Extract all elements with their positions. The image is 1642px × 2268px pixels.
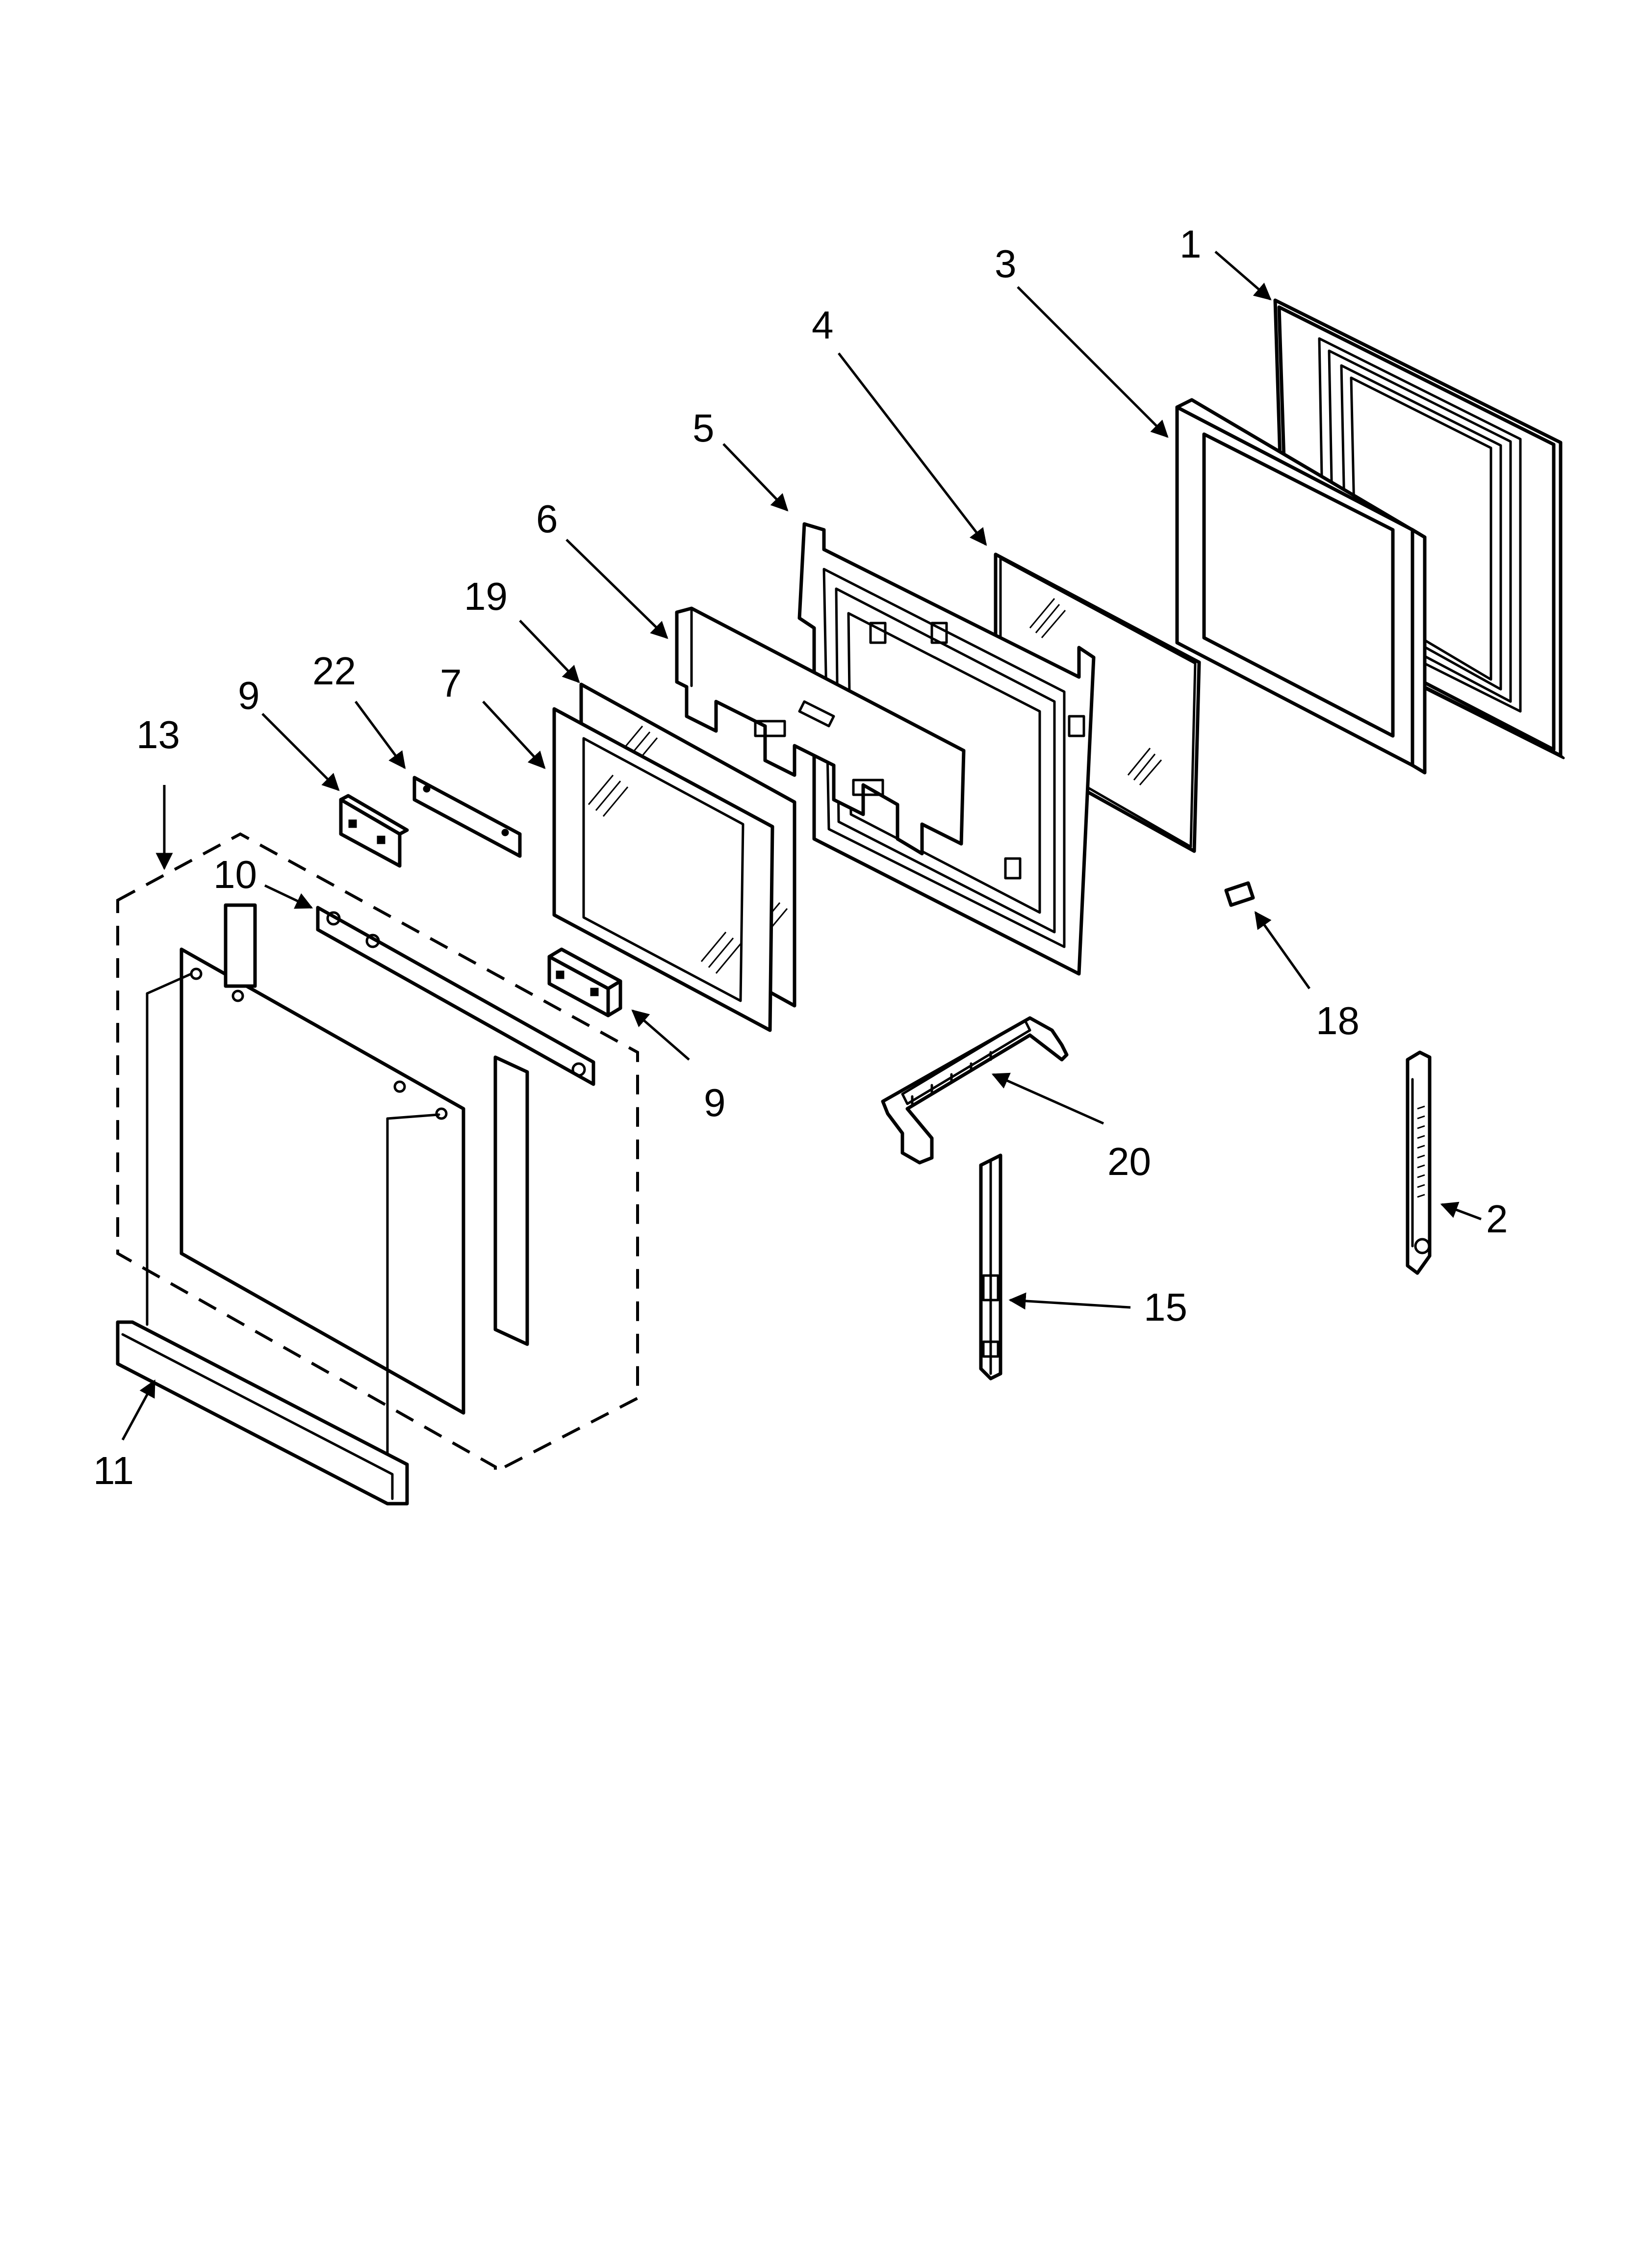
part-20-support-bracket [881, 1016, 1069, 1165]
leader-lines [121, 251, 1482, 1441]
callout-22: 22 [312, 649, 356, 693]
part-6-heat-shield [675, 606, 966, 856]
part-22-bracket [412, 776, 522, 858]
callout-7: 7 [440, 661, 462, 705]
door-outer-panel [146, 947, 465, 1459]
callout-9-lower: 9 [704, 1081, 726, 1124]
part-9-lower-hinge-bracket [547, 947, 622, 1017]
part-2-door-latch [1406, 1050, 1432, 1275]
callout-10: 10 [213, 853, 257, 896]
callout-2: 2 [1486, 1197, 1508, 1241]
callout-19: 19 [464, 574, 508, 618]
part-10-top-trim [316, 906, 595, 1086]
part-11-door-handle [116, 1320, 409, 1506]
part-18-clip [1224, 881, 1255, 907]
part-7-framed-glass [552, 707, 774, 1032]
callout-5: 5 [693, 406, 715, 450]
part-3-door-trim-frame [1175, 398, 1427, 775]
callout-13: 13 [136, 713, 180, 756]
callout-11: 11 [93, 1449, 134, 1492]
callout-labels: 1 2 3 4 5 6 7 9 9 10 11 13 15 18 19 20 2… [93, 222, 1508, 1492]
part-9-upper-hinge-bracket [339, 794, 409, 868]
callout-18: 18 [1316, 999, 1360, 1043]
callout-1: 1 [1180, 222, 1202, 266]
callout-9-upper: 9 [238, 674, 260, 717]
door-side-strips [224, 903, 529, 1346]
callout-6: 6 [536, 497, 558, 541]
callout-15: 15 [1144, 1285, 1187, 1329]
callout-4: 4 [812, 303, 834, 347]
part-15-latch-rod [979, 1153, 1002, 1381]
part-13-door-assembly-outline [116, 832, 639, 1474]
callout-3: 3 [995, 242, 1017, 286]
callout-20: 20 [1107, 1140, 1151, 1183]
